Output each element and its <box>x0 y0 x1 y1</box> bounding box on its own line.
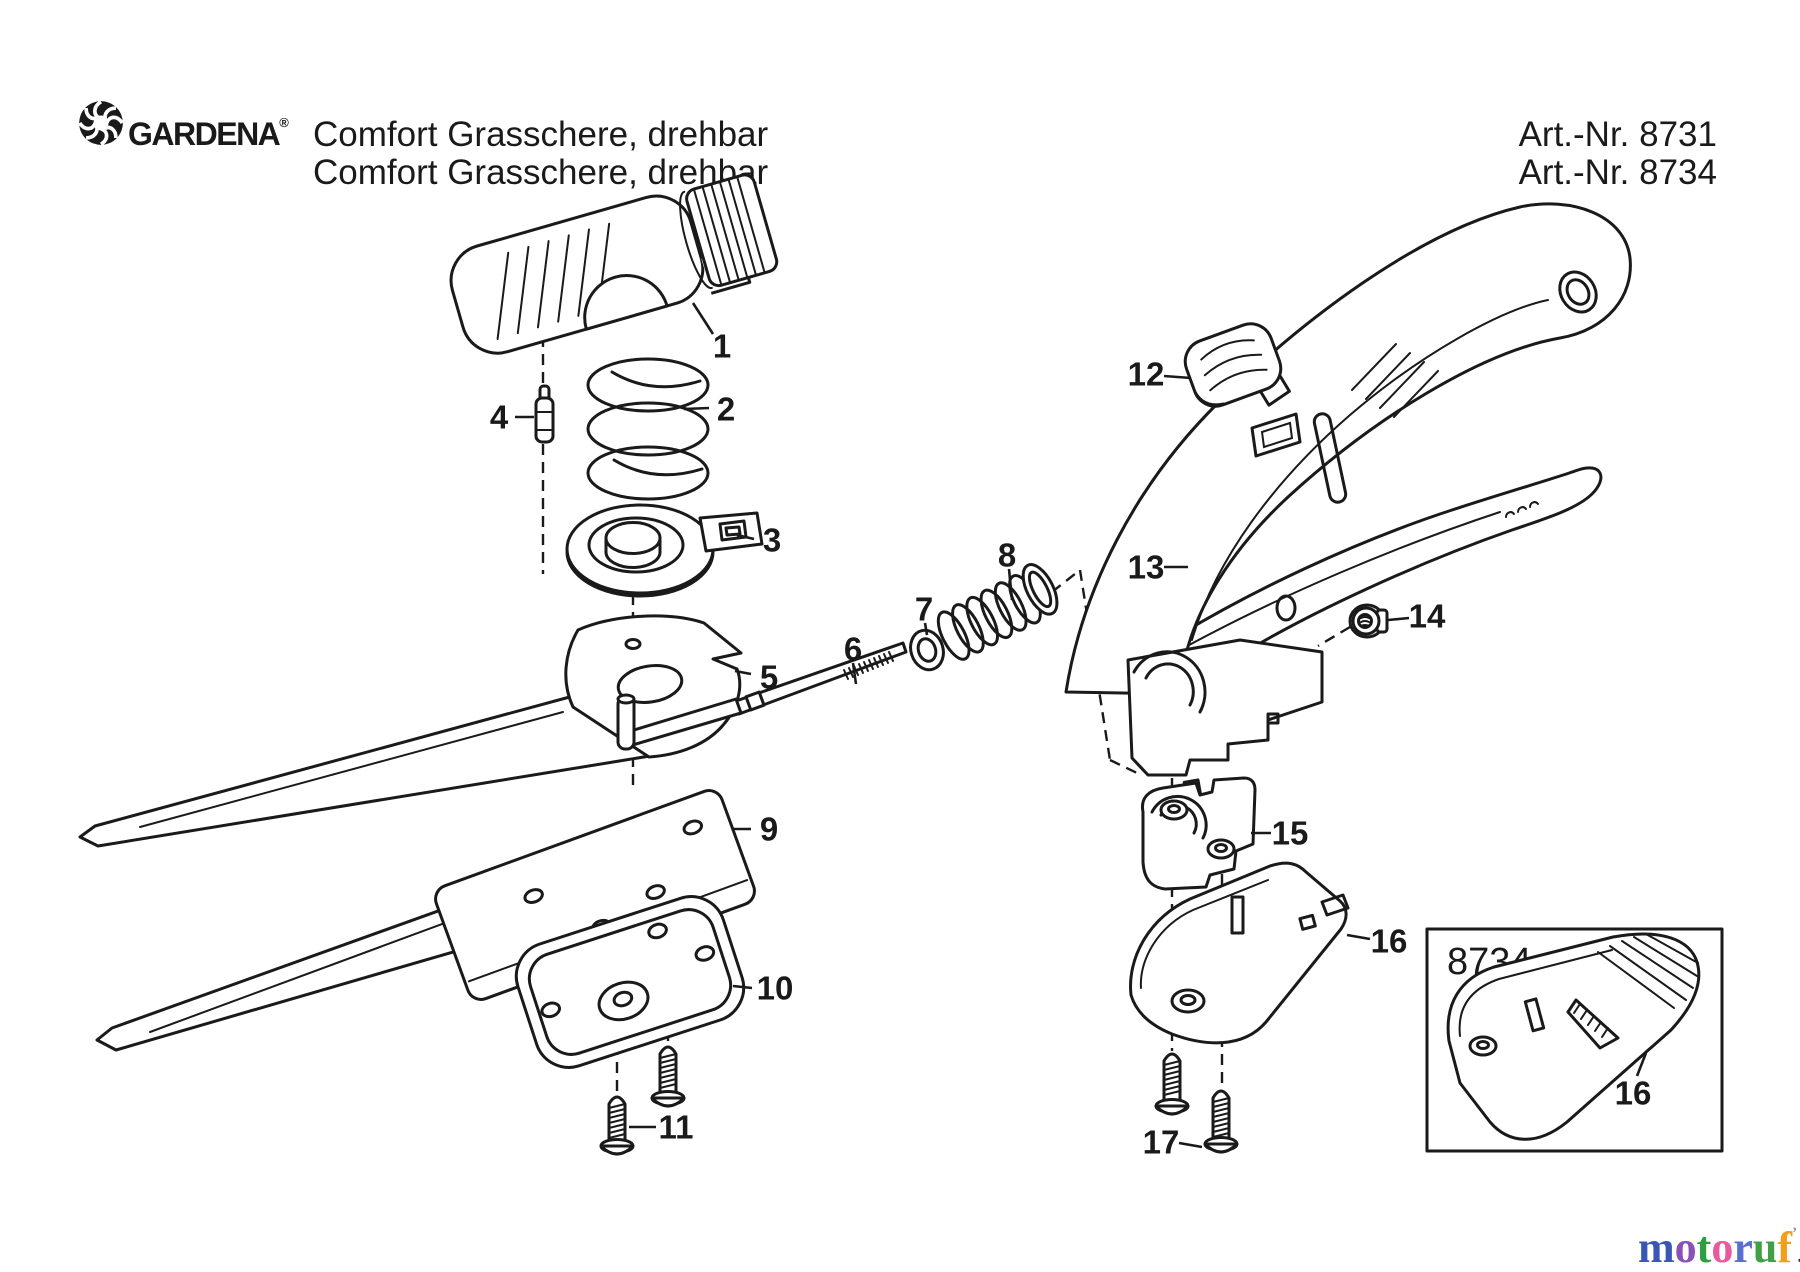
callout-leader-10 <box>732 984 753 990</box>
callout-leader-1 <box>691 302 715 335</box>
watermark-letter: r <box>1733 1223 1753 1272</box>
registered-mark: ® <box>279 115 289 130</box>
callout-16: 16 <box>1371 923 1408 960</box>
part-11-screws <box>599 1045 686 1156</box>
part-4-pin <box>534 384 555 444</box>
part-10-bottom-cover <box>514 895 746 1069</box>
callout-8: 8 <box>998 537 1016 574</box>
callout-leader-3 <box>736 533 755 541</box>
part-3-locking-disc <box>565 503 764 598</box>
watermark-letter: u <box>1752 1223 1778 1272</box>
document-title: Comfort Grasschere, drehbar Comfort Gras… <box>313 116 768 192</box>
callout-leader-7 <box>923 622 929 636</box>
callout-17: 17 <box>1143 1124 1180 1161</box>
part-16-blade-cover <box>1129 861 1350 1045</box>
hanging-hole <box>1558 270 1598 314</box>
watermark-letter: t <box>1696 1223 1712 1272</box>
title-line-2: Comfort Grasschere, drehbar <box>313 153 769 192</box>
inset-box-8734: 8734 <box>1425 927 1724 1153</box>
trigger-grip-ticks <box>1505 501 1539 518</box>
callout-leader-16 <box>1346 933 1371 941</box>
watermark-letter: f <box>1777 1223 1792 1272</box>
watermark-motoruf[interactable]: motoruf’.de <box>1638 1222 1800 1272</box>
part-2-spring <box>586 357 710 501</box>
watermark-suffix: .de <box>1797 1243 1800 1267</box>
callout-7: 7 <box>915 591 933 628</box>
callout-leader-8 <box>1007 568 1014 601</box>
callout-6: 6 <box>844 631 862 668</box>
callout-2: 2 <box>717 391 735 428</box>
callout-leader-2 <box>683 406 710 411</box>
part-13-handle <box>1064 202 1632 777</box>
watermark-letters: motoruf <box>1638 1223 1792 1272</box>
screw <box>1154 1052 1190 1116</box>
screw <box>599 1095 635 1156</box>
article-numbers: Art.-Nr. 8731 Art.-Nr. 8734 <box>1519 116 1717 192</box>
gardena-flower-icon <box>78 100 124 146</box>
screw <box>650 1045 686 1108</box>
screw <box>1203 1089 1239 1154</box>
article-number-8734: Art.-Nr. 8734 <box>1518 153 1717 192</box>
callout-leader-14 <box>1387 616 1410 622</box>
callout-14: 14 <box>1409 598 1446 635</box>
grip-ribs <box>1351 343 1439 418</box>
callout-16: 16 <box>1615 1075 1652 1112</box>
callout-5: 5 <box>760 659 778 696</box>
article-number-8731: Art.-Nr. 8731 <box>1518 115 1717 154</box>
inset-part-16-blade-cover <box>1446 932 1701 1141</box>
brand: GARDENA® <box>78 100 289 157</box>
callout-12: 12 <box>1128 356 1165 393</box>
callout-4: 4 <box>490 399 509 436</box>
callout-leader-17 <box>1178 1141 1203 1149</box>
callout-leader-16 <box>1635 1052 1648 1077</box>
part-12-release-button <box>1183 322 1291 408</box>
watermark-letter: m <box>1638 1223 1675 1272</box>
part-6-connecting-rod <box>616 641 908 751</box>
watermark-tick: ’ <box>1791 1225 1798 1242</box>
watermark-letter: o <box>1674 1223 1697 1272</box>
part-1-adjusting-cap <box>449 173 779 355</box>
callout-1: 1 <box>713 328 731 365</box>
callout-3: 3 <box>763 522 781 559</box>
callout-leader-5 <box>734 669 752 676</box>
callout-15: 15 <box>1272 815 1309 852</box>
part-17-screws <box>1154 1052 1239 1154</box>
callout-leader-12 <box>1163 374 1192 380</box>
callout-9: 9 <box>760 811 778 848</box>
part-14-nut <box>1348 603 1389 639</box>
callout-11: 11 <box>659 1109 694 1146</box>
callout-13: 13 <box>1128 549 1165 586</box>
part-15-blade-holder <box>1140 776 1257 891</box>
callout-10: 10 <box>757 970 794 1007</box>
part-8-compression-spring <box>936 563 1059 661</box>
brand-wordmark: GARDENA® <box>128 115 289 152</box>
watermark-letter: o <box>1711 1223 1734 1272</box>
callout-leader-6 <box>851 662 858 685</box>
part-7-washer <box>909 628 945 672</box>
title-line-1: Comfort Grasschere, drehbar <box>313 115 769 154</box>
